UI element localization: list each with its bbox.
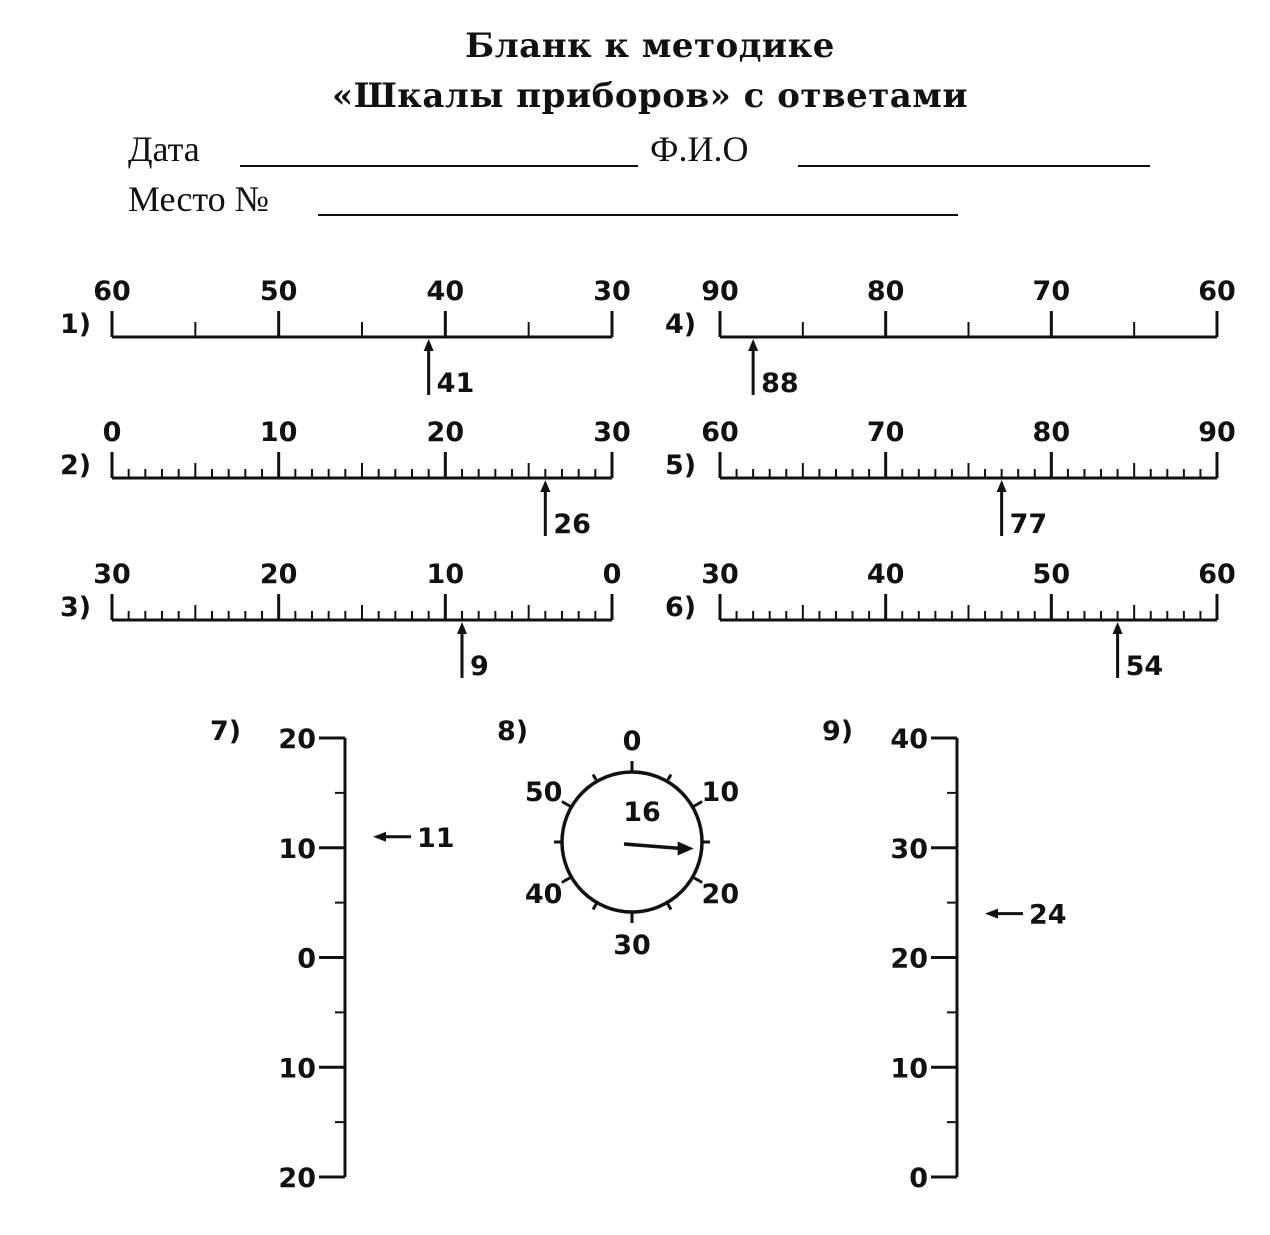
- place-label: Место №: [128, 179, 269, 219]
- answer-label: 77: [1010, 509, 1048, 540]
- answer-arrow-head: [1112, 622, 1123, 634]
- scale-1: 1)60 50 40 30 41: [60, 276, 631, 399]
- date-field[interactable]: [240, 165, 638, 167]
- scale-4: 4)90 80 70 60 88: [665, 276, 1236, 399]
- tick-label: 30: [93, 559, 131, 590]
- tick-label: 40: [890, 724, 928, 755]
- tick-label: 80: [867, 276, 905, 307]
- tick-label: 40: [867, 559, 905, 590]
- answer-arrow-head: [423, 339, 434, 351]
- tick-label: 0: [909, 1163, 928, 1194]
- scale-number: 4): [665, 309, 696, 340]
- tick-label: 10: [427, 559, 465, 590]
- tick-label: 10: [278, 834, 316, 865]
- tick-label: 50: [260, 276, 298, 307]
- answer-arrow-head: [373, 831, 386, 842]
- scale-7: 7) 20 10 0 10 20 11: [210, 716, 455, 1194]
- answer-arrow-head: [540, 480, 551, 492]
- minor-tick: [665, 773, 673, 783]
- minor-tick: [591, 901, 599, 911]
- name-label: Ф.И.О: [650, 129, 749, 169]
- tick-label: 0: [297, 944, 316, 975]
- tick-label: 90: [1198, 417, 1236, 448]
- scale-number: 5): [665, 450, 696, 481]
- form-header: Бланк к методике «Шкалы приборов» с отве…: [0, 0, 1270, 230]
- answer-label: 24: [1029, 900, 1067, 931]
- major-tick: [561, 875, 573, 884]
- minor-tick: [591, 773, 599, 783]
- tick-label: 0: [623, 726, 642, 757]
- scale-number: 7): [210, 716, 241, 747]
- tick-label: 10: [278, 1053, 316, 1084]
- page-title: Бланк к методике: [465, 26, 835, 66]
- minor-tick: [665, 901, 673, 911]
- answer-arrow-head: [996, 480, 1007, 492]
- tick-label: 70: [1033, 276, 1071, 307]
- scale-5: 5)60 70 80 90 77: [665, 417, 1236, 540]
- date-label: Дата: [128, 129, 200, 169]
- tick-label: 20: [278, 724, 316, 755]
- scale-number: 8): [497, 716, 528, 747]
- scale-3: 3)30 20 10 0 9: [60, 559, 621, 682]
- answer-arrow-shaft: [623, 842, 682, 851]
- tick-label: 40: [525, 879, 563, 910]
- answer-label: 54: [1126, 651, 1164, 682]
- tick-label: 30: [593, 417, 631, 448]
- tick-label: 10: [260, 417, 298, 448]
- scale-8: 8) 0 10 20 30 40 50 16: [497, 716, 739, 961]
- tick-label: 10: [702, 777, 740, 808]
- place-field[interactable]: [318, 214, 958, 216]
- tick-label: 70: [867, 417, 905, 448]
- tick-label: 40: [427, 276, 465, 307]
- answer-label: 88: [761, 368, 799, 399]
- tick-label: 90: [701, 276, 739, 307]
- scale-2: 2) 0 10 20 30 26: [60, 417, 631, 540]
- major-tick: [691, 875, 703, 884]
- answer-label: 26: [553, 509, 591, 540]
- tick-label: 20: [702, 879, 740, 910]
- tick-label: 80: [1033, 417, 1071, 448]
- major-tick: [561, 800, 573, 809]
- answer-arrow-head: [677, 841, 694, 856]
- answer-label: 16: [623, 797, 661, 828]
- tick-label: 60: [1198, 559, 1236, 590]
- scale-number: 2): [60, 450, 91, 481]
- tick-label: 0: [603, 559, 622, 590]
- scale-number: 9): [822, 716, 853, 747]
- page-subtitle: «Шкалы приборов» с ответами: [331, 76, 969, 116]
- tick-label: 20: [260, 559, 298, 590]
- answer-label: 9: [470, 651, 489, 682]
- answer-arrow-head: [748, 339, 759, 351]
- tick-label: 30: [593, 276, 631, 307]
- tick-label: 30: [701, 559, 739, 590]
- scale-number: 3): [60, 592, 91, 623]
- tick-label: 20: [278, 1163, 316, 1194]
- tick-label: 20: [427, 417, 465, 448]
- name-field[interactable]: [798, 165, 1150, 167]
- tick-label: 60: [93, 276, 131, 307]
- tick-label: 60: [701, 417, 739, 448]
- answer-label: 11: [417, 823, 455, 854]
- tick-label: 0: [103, 417, 122, 448]
- major-tick: [691, 800, 703, 809]
- scale-number: 6): [665, 592, 696, 623]
- tick-label: 10: [890, 1053, 928, 1084]
- tick-label: 30: [613, 930, 651, 961]
- tick-label: 20: [890, 944, 928, 975]
- tick-label: 50: [1033, 559, 1071, 590]
- answer-label: 41: [437, 368, 475, 399]
- dial-circle: [560, 770, 704, 914]
- answer-arrow-head: [457, 622, 467, 634]
- tick-label: 30: [890, 834, 928, 865]
- tick-label: 60: [1198, 276, 1236, 307]
- scale-9: 9) 40 30 20 10 0 24: [822, 716, 1067, 1194]
- scale-6: 6)30 40 50 60 54: [665, 559, 1236, 682]
- scale-number: 1): [60, 309, 91, 340]
- tick-label: 50: [525, 777, 563, 808]
- answer-arrow-head: [985, 908, 998, 919]
